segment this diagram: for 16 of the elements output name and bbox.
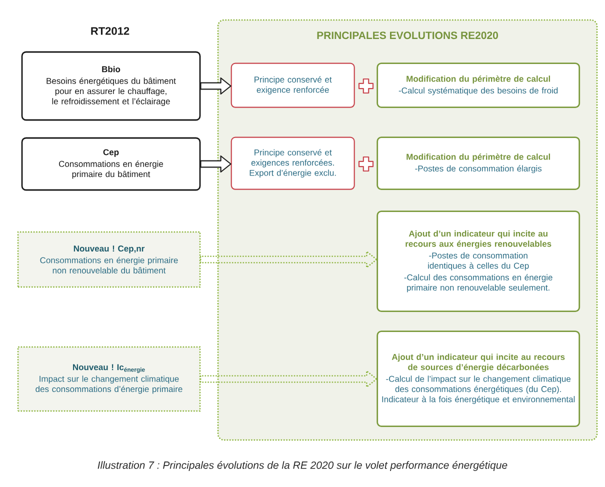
caption: Illustration 7 : Principales évolutions de la RE 2020 sur le volet performance énergétique — [98, 461, 508, 471]
info-box: Modification du périmètre de calcul -Postes de consommation élargis — [376, 136, 580, 190]
info-box: Modification du périmètre de calcul -Calcul systématique des besoins de froid — [376, 62, 580, 108]
arrow — [200, 155, 232, 173]
info-box: Cep Consommations en énergie primaire du bâtiment — [21, 137, 201, 191]
info-box: Ajout d’un indicateur qui incite au recours de sources d’énergie décarbonées -Calcul de l’impact sur le changement climatique des consommations énergétiques (du Cep). Indicateur à la fois énergétique et environnemental — [376, 330, 580, 428]
info-box: Bbio Besoins énergétiques du bâtiment pour en assurer le chauffage, le refroidissement et l’éclairage — [21, 51, 201, 121]
arrow — [200, 77, 232, 95]
arrow — [200, 370, 378, 388]
info-box: Ajout d’un indicateur qui incite au recours aux énergies renouvelables -Postes de consommation identiques à celles du Cep -Calcul des consommations en énergie primaire non renouvelable seulement. — [376, 210, 580, 312]
column-heading: RT2012 — [91, 27, 130, 35]
info-box: Principe conservé et exigence renforcée — [230, 62, 355, 108]
dotted-box: Nouveau ! Cep,nr Consommations en énergie primaire non renouvelable du bâtiment — [17, 231, 201, 288]
info-box: Principe conservé et exigences renforcées. Export d’énergie exclu. — [230, 136, 355, 190]
dotted-box: Nouveau ! Ic$_{énergie}$ Impact sur le changement climatique des consommations d’énergie primaire — [17, 346, 201, 412]
arrow — [200, 250, 378, 268]
